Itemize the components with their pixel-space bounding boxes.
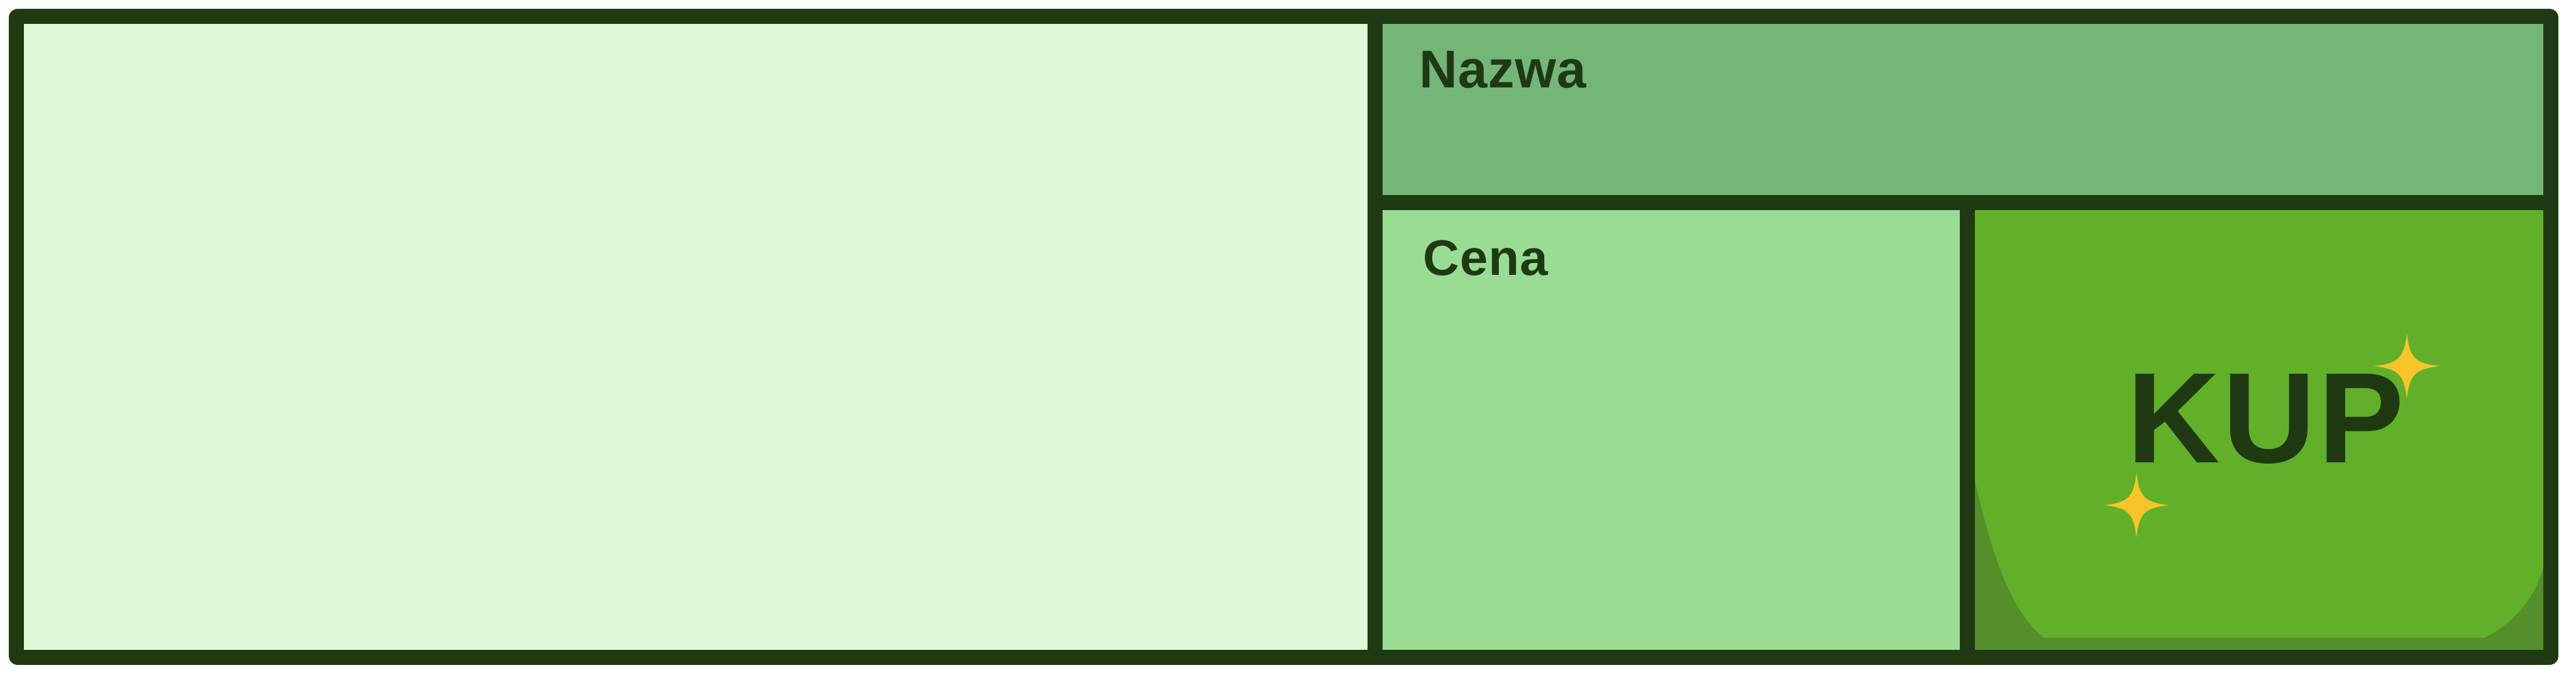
sparkle-icon (2104, 472, 2169, 538)
buy-button[interactable]: KUP (1975, 210, 2543, 650)
product-price-panel: Cena (1383, 210, 1960, 650)
product-card: Nazwa Cena KUP (9, 9, 2558, 665)
divider (1368, 24, 1383, 650)
product-name-label: Nazwa (1419, 40, 1587, 99)
sparkle-icon (2374, 333, 2440, 399)
divider (1383, 195, 2543, 210)
product-image-placeholder (24, 24, 1368, 650)
buy-button-label: KUP (2126, 346, 2407, 490)
product-price-label: Cena (1423, 230, 1549, 286)
button-shadow (1975, 481, 2543, 650)
divider (1960, 210, 1975, 650)
product-name-panel: Nazwa (1383, 24, 2543, 195)
